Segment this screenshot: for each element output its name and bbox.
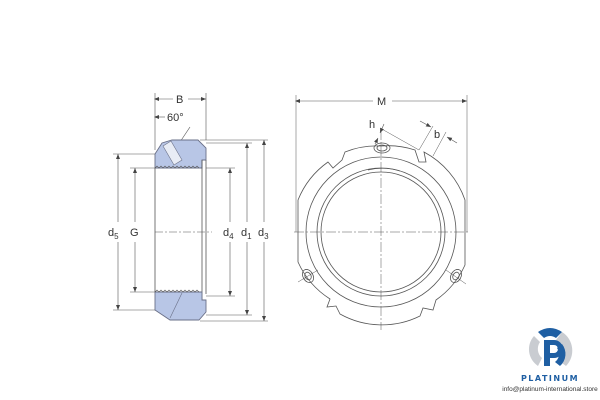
label-B: B [176,94,183,106]
label-d1: d1 [241,227,252,241]
label-b: b [434,129,440,141]
brand-email: info@platinum-international.store [502,386,598,393]
side-view [113,93,268,322]
brand-name: PLATINUM [520,374,580,383]
front-view [294,95,470,330]
platinum-p-icon [528,328,573,366]
label-d4: d4 [223,227,234,241]
label-d5: d5 [108,227,119,241]
platinum-logo: PLATINUM info@platinum-international.sto… [500,322,600,400]
section-bottom [154,291,207,321]
label-M: M [377,96,386,108]
label-G: G [130,227,139,239]
section-top [154,139,207,169]
outer-contour [297,145,466,326]
label-d3: d3 [258,227,269,241]
label-h: h [369,119,375,131]
label-angle: 60° [167,112,184,124]
